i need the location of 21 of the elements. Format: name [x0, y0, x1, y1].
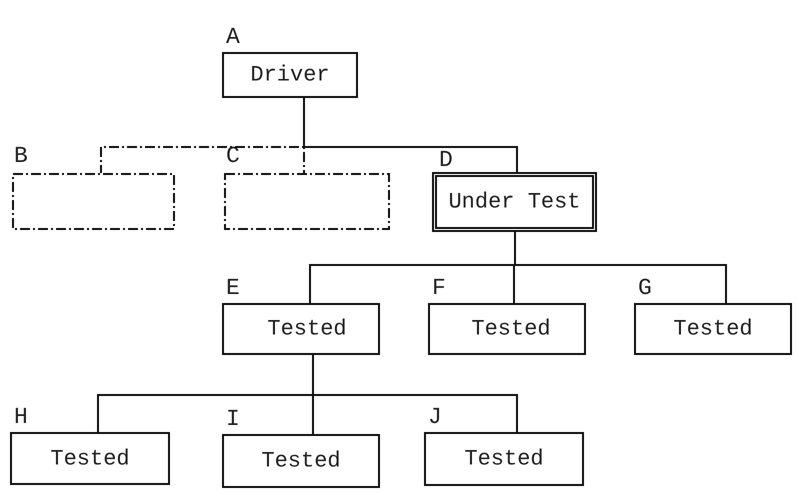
connector-line [303, 98, 518, 172]
node-letter: D [439, 147, 453, 173]
node-letter: A [226, 24, 240, 50]
node-letter: I [226, 406, 240, 432]
box-label: Tested [463, 446, 545, 472]
node-letter: H [14, 404, 28, 430]
node-letter: E [226, 275, 240, 301]
box-label: Under Test [447, 190, 582, 214]
node-letter: C [226, 143, 240, 169]
node-letter: J [428, 404, 442, 430]
connector-line [514, 232, 727, 303]
connector-line [312, 355, 518, 432]
box-label: Tested [672, 316, 754, 342]
box-label: Tested [260, 448, 342, 474]
box-label: Tested [49, 446, 131, 471]
node-letter: F [432, 275, 446, 301]
box-label: Tested [266, 316, 348, 342]
box-label: Tested [470, 316, 552, 342]
node-letter: G [638, 275, 652, 301]
node-letter: B [14, 143, 28, 169]
box-label: Driver [249, 62, 331, 88]
